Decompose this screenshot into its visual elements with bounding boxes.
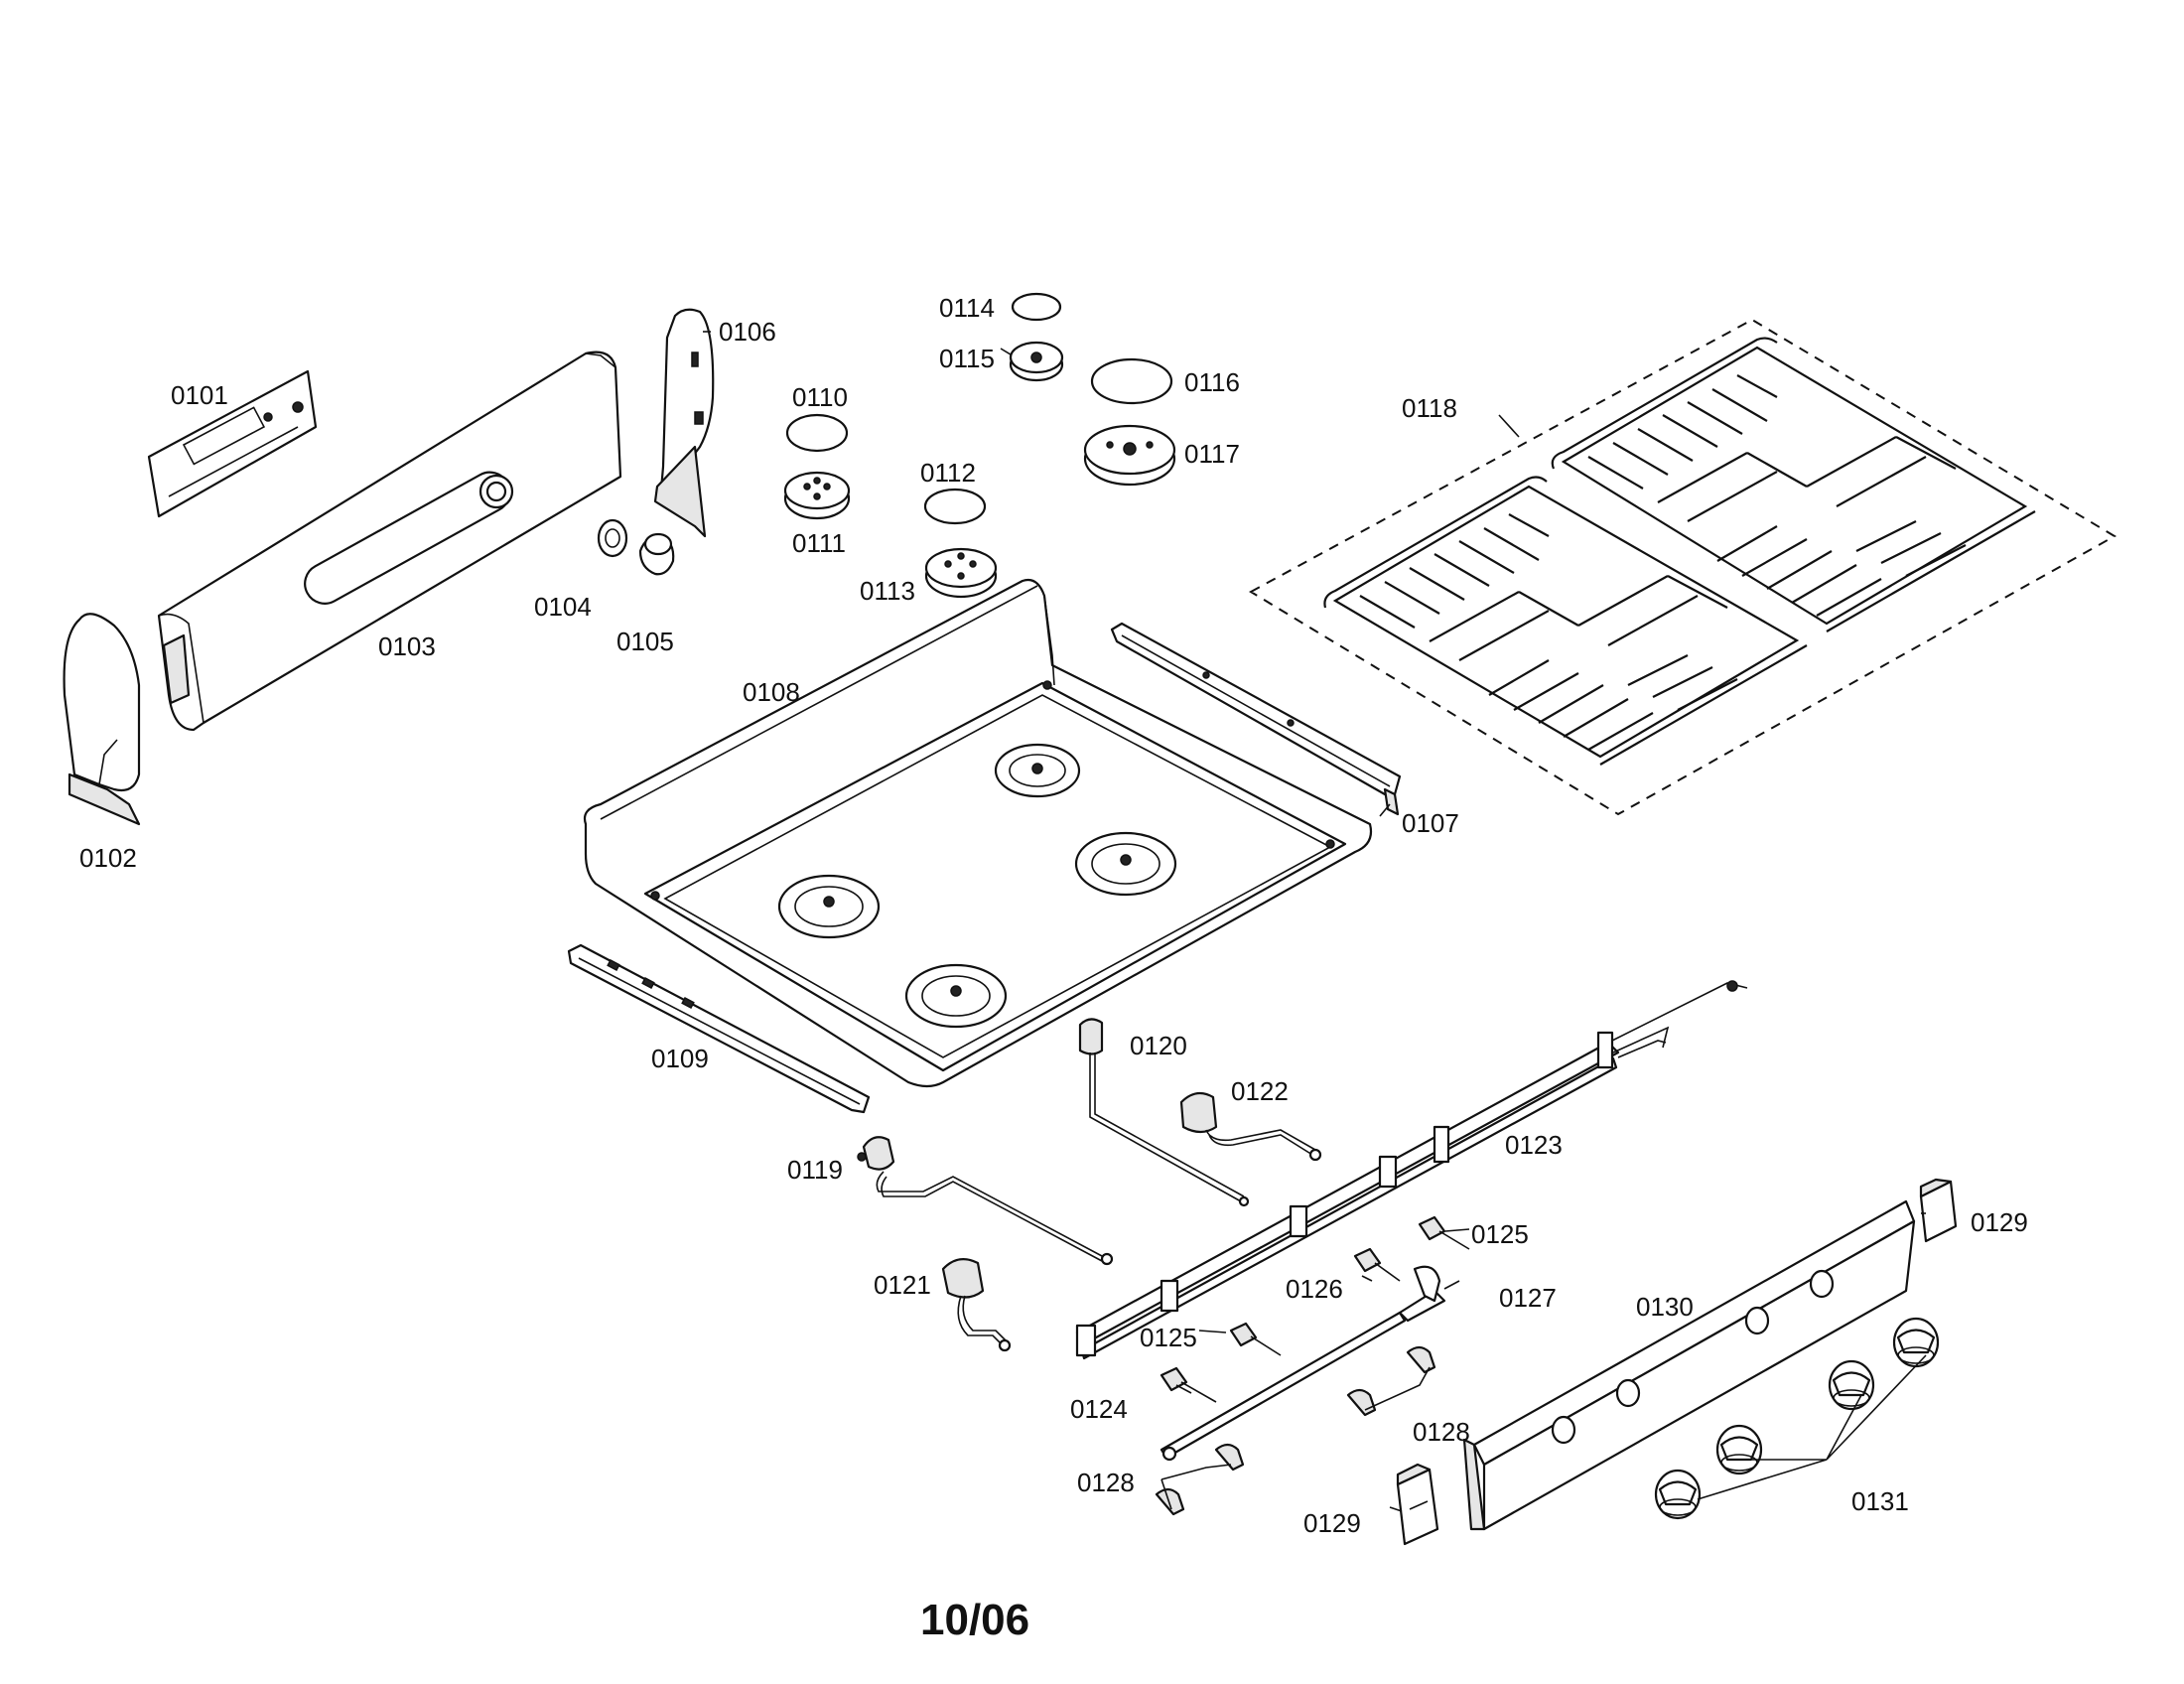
callout-labels: 0101 0102 0103 0104 0105 0106 0107 0108 … — [79, 293, 2028, 1538]
callout-0112: 0112 — [920, 458, 976, 488]
part-0109-left-rail — [567, 943, 871, 1114]
callout-0106: 0106 — [719, 317, 776, 347]
part-0129-end-cap-right — [1919, 1178, 1958, 1243]
callout-0101: 0101 — [171, 380, 228, 410]
callout-0118: 0118 — [1402, 393, 1457, 423]
callout-0121: 0121 — [874, 1270, 931, 1300]
part-0107-right-rail — [1110, 622, 1402, 816]
callout-0129-b: 0129 — [1303, 1508, 1361, 1538]
callout-0107: 0107 — [1402, 808, 1459, 838]
callout-0114: 0114 — [939, 293, 995, 323]
callout-0125-a: 0125 — [1140, 1323, 1197, 1352]
callout-0122: 0122 — [1231, 1076, 1289, 1106]
leader-lines — [703, 331, 1927, 1512]
part-0125-orifice-a — [1229, 1322, 1282, 1356]
callout-0113: 0113 — [860, 576, 915, 606]
part-0114-burner-cap — [1011, 292, 1062, 322]
callout-0127: 0127 — [1499, 1283, 1557, 1313]
part-0120-valve — [1078, 1018, 1250, 1207]
cooktop-burner-lr — [777, 874, 881, 939]
part-0117-burner-base — [1083, 424, 1176, 487]
part-0116-burner-cap — [1090, 357, 1173, 405]
callout-0129-a: 0129 — [1971, 1207, 2028, 1237]
part-0131-knobs — [1654, 1317, 1940, 1520]
cooktop-burner-rf — [1074, 831, 1177, 897]
callout-0123: 0123 — [1505, 1130, 1563, 1160]
part-0130-control-panel — [1462, 1199, 1916, 1531]
callout-0124: 0124 — [1070, 1394, 1128, 1424]
callout-0119: 0119 — [787, 1155, 843, 1185]
cooktop-burner-lf — [904, 963, 1008, 1029]
callout-0111: 0111 — [792, 528, 846, 558]
part-0128-clip-a — [1346, 1345, 1436, 1417]
callout-0128-a: 0128 — [1413, 1417, 1470, 1447]
callout-0115: 0115 — [939, 344, 995, 373]
part-0113-burner-base — [924, 547, 998, 599]
part-0123-manifold — [1075, 980, 1748, 1360]
callout-0117: 0117 — [1184, 439, 1240, 469]
part-0106-right-end-cap — [653, 308, 715, 538]
callout-0109: 0109 — [651, 1044, 709, 1073]
part-0102-left-end-cap — [63, 613, 141, 826]
callout-0128-b: 0128 — [1077, 1468, 1135, 1497]
part-0122-valve — [1179, 1091, 1322, 1162]
callout-0130: 0130 — [1636, 1292, 1694, 1322]
part-0112-burner-cap — [923, 488, 987, 525]
knob-1 — [1654, 1469, 1702, 1520]
callout-0110: 0110 — [792, 382, 848, 412]
callout-0102: 0102 — [79, 843, 137, 873]
callout-0120: 0120 — [1130, 1031, 1187, 1060]
knob-4 — [1892, 1317, 1940, 1368]
callout-0103: 0103 — [378, 632, 436, 661]
part-0127-gas-tube — [1160, 1265, 1446, 1462]
part-0129-end-cap-left — [1396, 1463, 1439, 1546]
part-0121-valve — [941, 1258, 1012, 1352]
part-0104-bezel — [597, 518, 628, 558]
part-0118-grates — [1248, 318, 2116, 816]
callout-0125-b: 0125 — [1471, 1219, 1529, 1249]
part-0105-knob — [638, 532, 675, 576]
part-0111-burner-base — [783, 471, 851, 520]
part-0126-orifice — [1353, 1247, 1401, 1282]
callout-0116: 0116 — [1184, 367, 1240, 397]
callout-0108: 0108 — [743, 677, 800, 707]
date-code: 10/06 — [920, 1596, 1029, 1644]
callout-0126: 0126 — [1286, 1274, 1343, 1304]
part-0128-clip-b — [1155, 1443, 1245, 1516]
part-0115-burner-base — [1009, 341, 1064, 382]
part-0125-orifice-b — [1418, 1215, 1470, 1250]
callout-0131: 0131 — [1851, 1486, 1909, 1516]
part-0119-valve — [857, 1136, 1114, 1266]
part-0110-burner-cap — [785, 413, 849, 453]
knob-2 — [1715, 1424, 1763, 1475]
callout-0104: 0104 — [534, 592, 592, 622]
callout-0105: 0105 — [616, 627, 674, 656]
part-0124-orifice — [1160, 1366, 1217, 1403]
part-0103-backguard — [157, 351, 622, 732]
knob-3 — [1828, 1359, 1875, 1411]
part-0108-cooktop — [583, 578, 1373, 1088]
part-0101-control-board — [147, 369, 318, 518]
cooktop-burner-rr — [994, 743, 1081, 798]
